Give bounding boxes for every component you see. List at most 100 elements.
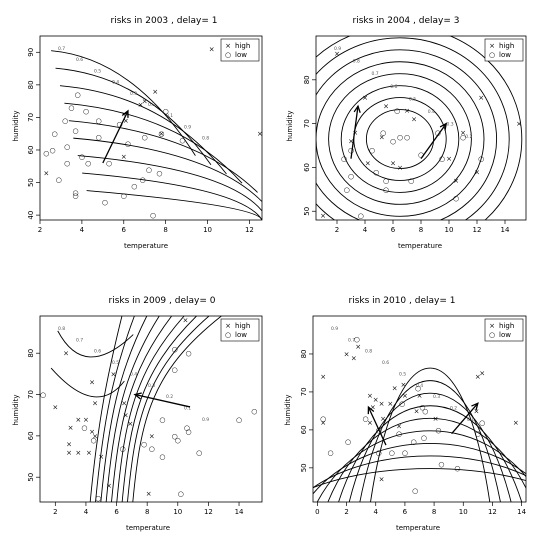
legend-symbol: ○ — [225, 331, 231, 339]
contour-label: 0.4 — [130, 371, 137, 377]
contour-line — [89, 316, 123, 502]
point-high: × — [89, 379, 95, 387]
point-low: ○ — [421, 434, 427, 442]
point-high: × — [367, 392, 373, 400]
point-high: × — [111, 370, 117, 378]
contour-label: 0.1 — [467, 417, 474, 423]
point-high: × — [411, 116, 417, 124]
x-axis-label: temperature — [124, 242, 168, 250]
point-high: × — [68, 424, 74, 432]
chart-title: risks in 2010 , delay= 1 — [349, 296, 456, 306]
legend-symbol: × — [489, 322, 495, 330]
point-high: × — [142, 98, 148, 106]
contour-label: 0.3 — [130, 91, 137, 97]
x-tick-label: 4 — [80, 226, 85, 234]
point-high: × — [348, 138, 354, 146]
contour-line — [370, 367, 491, 502]
contour-label: 0.5 — [94, 68, 101, 74]
x-tick-label: 10 — [173, 508, 182, 516]
point-low: ○ — [383, 186, 389, 194]
contour-label: 0.8 — [365, 349, 372, 355]
point-high: × — [159, 130, 165, 138]
y-tick-label: 40 — [27, 211, 35, 220]
contour-group: 0.90.80.70.60.50.40.30.2 — [316, 36, 523, 220]
point-high: × — [89, 428, 95, 436]
point-high: × — [365, 160, 371, 168]
point-low: ○ — [394, 107, 400, 115]
point-high: × — [92, 399, 98, 407]
point-high: × — [362, 94, 368, 102]
contour-label: 0.6 — [390, 84, 397, 90]
point-high: × — [516, 120, 522, 128]
point-low: ○ — [341, 155, 347, 163]
plot-frame — [39, 35, 263, 221]
x-tick-label: 14 — [517, 508, 526, 516]
y-tick-label: 50 — [300, 463, 308, 472]
point-low: ○ — [141, 441, 147, 449]
point-group: ××××××××××××××××××××××○○○○○○○○○○○○○○○○○○… — [40, 317, 257, 502]
point-low: ○ — [435, 129, 441, 137]
x-tick-label: 14 — [501, 226, 510, 234]
contour-label: 0.9 — [202, 417, 209, 423]
point-low: ○ — [79, 153, 85, 161]
point-high: × — [379, 476, 385, 484]
point-low: ○ — [422, 407, 428, 415]
point-high: × — [446, 155, 452, 163]
x-tick-label: 12 — [245, 226, 254, 234]
point-low: ○ — [175, 437, 181, 445]
point-low: ○ — [95, 494, 101, 502]
point-high: × — [320, 419, 326, 427]
trend-arrow-head — [439, 122, 448, 131]
point-high: × — [402, 392, 408, 400]
point-low: ○ — [383, 177, 389, 185]
point-low: ○ — [158, 130, 164, 138]
point-low: ○ — [453, 195, 459, 203]
point-low: ○ — [64, 160, 70, 168]
point-high: × — [380, 415, 386, 423]
point-high: × — [392, 385, 398, 393]
point-low: ○ — [362, 415, 368, 423]
point-high: × — [513, 419, 519, 427]
point-high: × — [75, 449, 81, 457]
contour-label: 0.2 — [148, 102, 155, 108]
trend-arrow — [451, 402, 479, 435]
x-axis-label: temperature — [398, 242, 442, 250]
point-high: × — [75, 416, 81, 424]
legend-label: high — [235, 42, 250, 50]
x-tick-label: 8 — [419, 226, 423, 234]
point-low: ○ — [172, 366, 178, 374]
point-low: ○ — [83, 107, 89, 115]
contour-label: 0.2 — [450, 405, 457, 411]
point-low: ○ — [73, 192, 79, 200]
point-high: × — [390, 160, 396, 168]
point-low: ○ — [56, 176, 62, 184]
x-tick-label: 2 — [53, 508, 57, 516]
contour-line — [95, 316, 135, 502]
trend-arrow — [134, 393, 191, 408]
trend-arrow — [367, 406, 387, 446]
x-tick-label: 4 — [84, 508, 89, 516]
point-high: × — [92, 432, 98, 440]
point-low: ○ — [348, 146, 354, 154]
legend-symbol: × — [225, 322, 231, 330]
point-high: × — [183, 317, 189, 325]
legend-label: high — [499, 42, 514, 50]
point-high: × — [52, 403, 58, 411]
point-high: × — [387, 400, 393, 408]
point-low: ○ — [236, 416, 242, 424]
point-low: ○ — [146, 166, 152, 174]
trend-arrow-head — [353, 104, 361, 113]
y-axis-label: humidity — [284, 395, 292, 426]
x-tick-label: 2 — [38, 226, 42, 234]
x-tick-label: 14 — [235, 508, 244, 516]
contour-label: 0.9 — [331, 326, 338, 332]
chart-title: risks in 2009 , delay= 0 — [109, 296, 216, 306]
point-high: × — [379, 400, 385, 408]
legend-label: low — [235, 51, 247, 59]
contour-line — [132, 316, 222, 502]
legend-label: low — [499, 51, 511, 59]
point-high: × — [433, 415, 439, 423]
point-group: ××××××××××××××××××○○○○○○○○○○○○○○○○○○○○○ — [320, 50, 522, 220]
x-tick-label: 0 — [315, 508, 319, 516]
